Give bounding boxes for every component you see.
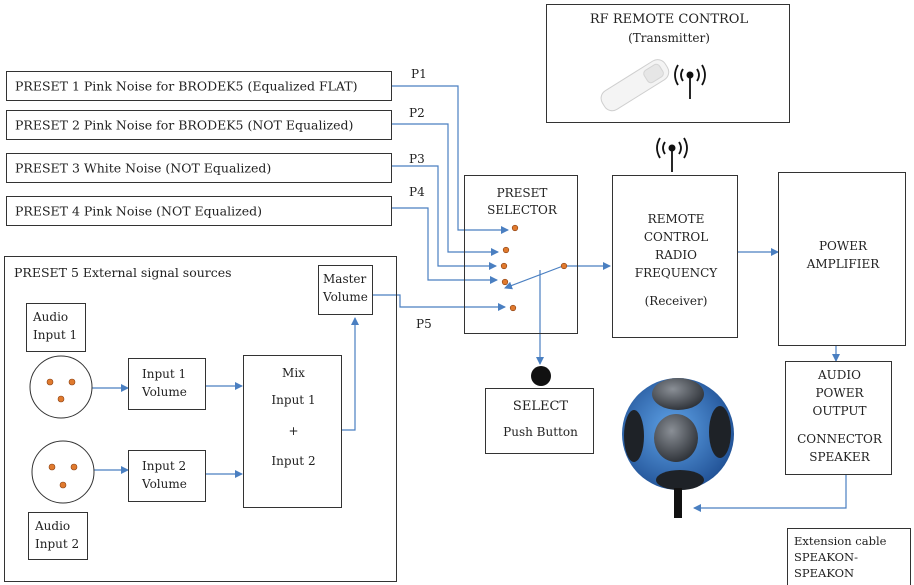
wire-label-p4: P4 xyxy=(409,185,425,199)
extension-cable-box: Extension cable SPEAKON- SPEAKON xyxy=(787,528,911,585)
cable-line2: SPEAKON- xyxy=(794,550,858,564)
vol1-line1: Input 1 xyxy=(142,367,187,381)
mix-line1: Mix xyxy=(282,366,305,380)
master-volume-box: Master Volume xyxy=(318,265,373,315)
output-line3: OUTPUT xyxy=(812,404,867,418)
contact-p3 xyxy=(500,262,508,270)
preset-3-box: PRESET 3 White Noise (NOT Equalized) xyxy=(6,153,392,183)
wire-label-p3: P3 xyxy=(409,152,425,166)
cable-line3: SPEAKON xyxy=(794,566,855,580)
output-line5: SPEAKER xyxy=(809,450,870,464)
audio2-line2: Input 2 xyxy=(35,537,80,551)
preset-4-label: PRESET 4 Pink Noise (NOT Equalized) xyxy=(15,203,262,219)
wire-output-speaker xyxy=(693,475,847,512)
amplifier-line2: AMPLIFIER xyxy=(806,257,880,271)
mix-line4: Input 2 xyxy=(271,454,316,468)
rf-remote-control-box: RF REMOTE CONTROL (Transmitter) xyxy=(546,4,790,123)
select-button-subtitle: Push Button xyxy=(503,425,578,439)
receiver-line1: REMOTE xyxy=(647,212,705,226)
antenna-signal-icon xyxy=(674,64,706,99)
preset-1-label: PRESET 1 Pink Noise for BRODEK5 (Equaliz… xyxy=(15,78,358,94)
preset-4-box: PRESET 4 Pink Noise (NOT Equalized) xyxy=(6,196,392,226)
receiver-box: REMOTE CONTROL RADIO FREQUENCY (Receiver… xyxy=(612,175,738,338)
wire-p4 xyxy=(392,207,498,284)
receiver-line2: CONTROL xyxy=(643,230,709,244)
speaker-image xyxy=(622,378,734,518)
output-line2: POWER xyxy=(815,386,864,400)
preset-3-label: PRESET 3 White Noise (NOT Equalized) xyxy=(15,160,272,176)
remote-transmitter-image xyxy=(600,59,670,112)
master-line1: Master xyxy=(323,272,367,286)
receiver-line5: (Receiver) xyxy=(644,294,708,308)
preset-5-label: PRESET 5 External signal sources xyxy=(14,265,232,280)
select-button-title: SELECT xyxy=(512,399,569,414)
xlr-input-1-icon xyxy=(29,355,93,419)
wire-p3 xyxy=(392,165,497,270)
rf-remote-title: RF REMOTE CONTROL xyxy=(589,12,749,27)
audio2-line1: Audio xyxy=(35,519,71,533)
selector-title-line2: SELECTOR xyxy=(487,203,557,217)
preset-5-box: PRESET 5 External signal sources xyxy=(4,256,397,582)
amplifier-line1: POWER xyxy=(818,239,868,253)
vol2-line1: Input 2 xyxy=(142,459,187,473)
output-line4: CONNECTOR xyxy=(797,432,882,446)
contact-p4 xyxy=(501,278,509,286)
output-line1: AUDIO xyxy=(818,368,861,382)
preset-1-box: PRESET 1 Pink Noise for BRODEK5 (Equaliz… xyxy=(6,71,392,101)
wire-p2 xyxy=(392,123,499,256)
selector-title-line1: PRESET xyxy=(496,186,548,200)
receiver-antenna-icon xyxy=(656,137,688,172)
cable-line1: Extension cable xyxy=(794,534,887,548)
audio-input-2-label-box: Audio Input 2 xyxy=(28,512,88,560)
power-amplifier-box: POWER AMPLIFIER xyxy=(778,172,906,346)
master-line2: Volume xyxy=(323,290,368,304)
wire-p1 xyxy=(392,85,509,234)
wire-label-p1: P1 xyxy=(411,67,427,81)
power-output-connector-box: AUDIO POWER OUTPUT CONNECTOR SPEAKER xyxy=(785,361,892,475)
mix-box: Mix Input 1 + Input 2 xyxy=(243,355,342,508)
wire-label-p2: P2 xyxy=(409,106,425,120)
audio1-line1: Audio xyxy=(33,310,69,324)
mix-line2: Input 1 xyxy=(271,393,316,407)
vol2-line2: Volume xyxy=(142,477,187,491)
audio1-line2: Input 1 xyxy=(33,328,78,342)
rf-remote-subtitle: (Transmitter) xyxy=(628,31,710,45)
input-1-volume-box: Input 1 Volume xyxy=(128,358,206,410)
contact-common xyxy=(560,262,568,270)
xlr-input-2-icon xyxy=(31,440,95,504)
select-button-box: SELECT Push Button xyxy=(485,388,594,454)
contact-p5 xyxy=(509,304,517,312)
wire-mix-master xyxy=(342,317,359,431)
wire-p5 xyxy=(372,294,506,311)
preset-selector-box: PRESET SELECTOR xyxy=(464,175,578,334)
contact-p2 xyxy=(502,246,510,254)
input-2-volume-box: Input 2 Volume xyxy=(128,450,206,502)
wire-label-p5: P5 xyxy=(416,317,432,331)
vol1-line2: Volume xyxy=(142,385,187,399)
selector-switch-arm xyxy=(504,265,564,290)
receiver-line4: FREQUENCY xyxy=(634,266,718,280)
preset-2-box: PRESET 2 Pink Noise for BRODEK5 (NOT Equ… xyxy=(6,110,392,140)
audio-input-1-label-box: Audio Input 1 xyxy=(26,303,86,352)
preset-2-label: PRESET 2 Pink Noise for BRODEK5 (NOT Equ… xyxy=(15,117,354,133)
select-push-button-icon xyxy=(531,366,551,386)
receiver-line3: RADIO xyxy=(655,248,697,262)
mix-line3: + xyxy=(288,424,299,438)
contact-p1 xyxy=(511,224,519,232)
